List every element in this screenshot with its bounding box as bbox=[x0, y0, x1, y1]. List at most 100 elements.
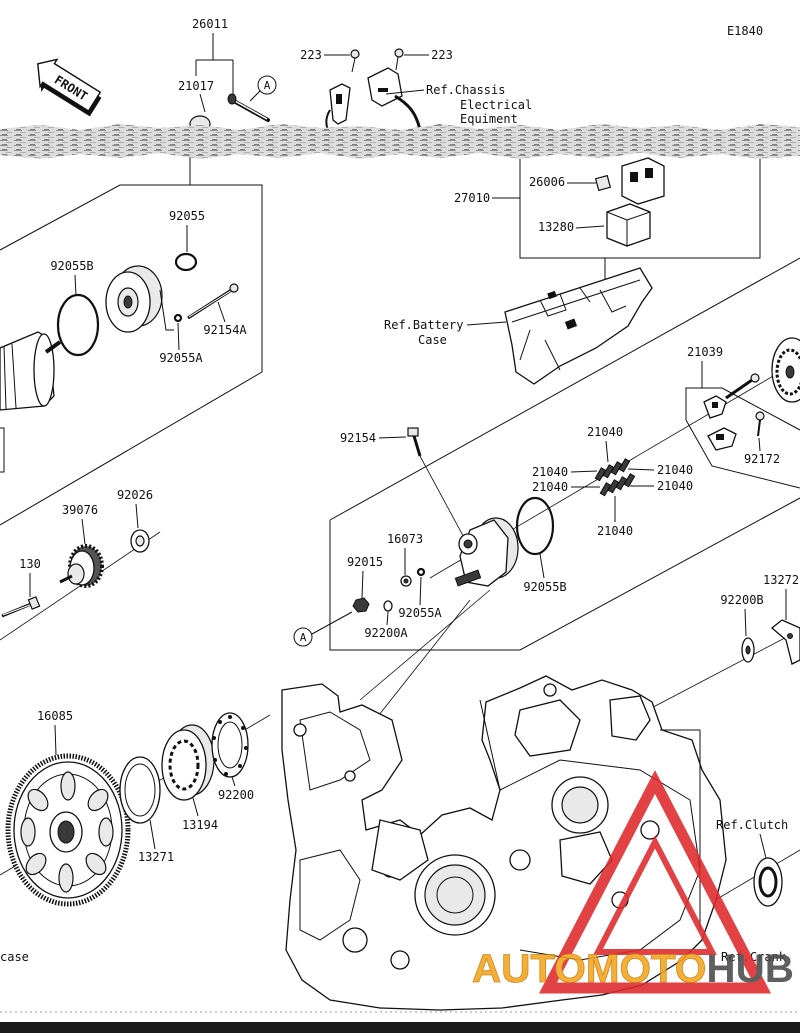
brush bbox=[623, 473, 636, 488]
part-92026-bearing-inner bbox=[135, 535, 145, 547]
part-39076-shaft bbox=[59, 574, 73, 584]
crankcase-shaft-bore-inner bbox=[561, 786, 599, 824]
watermark-triangle-inner bbox=[593, 835, 717, 955]
battery-case-slot bbox=[547, 290, 557, 300]
part-92154a-bolt-core bbox=[188, 289, 233, 318]
starter-motor-shaft bbox=[44, 340, 62, 354]
part-92200b-washer-hole bbox=[745, 645, 751, 655]
leader-line bbox=[539, 553, 545, 579]
ref-battery-line1: Ref.Battery bbox=[384, 318, 463, 332]
screw-223-left-shank bbox=[351, 57, 356, 73]
end-cover-hub bbox=[123, 295, 133, 309]
front-arrow-body bbox=[37, 58, 102, 112]
left-edge-bracket bbox=[0, 427, 5, 473]
watermark-logo-text: AUTOMOTOHUB bbox=[472, 947, 794, 991]
starter-motor-right bbox=[771, 337, 800, 403]
brush-group-frame bbox=[685, 419, 800, 489]
part-label-21040-right-upper: 21040 bbox=[657, 463, 693, 477]
ref-chassis-line3: Equiment bbox=[460, 112, 518, 126]
crankcase-mount bbox=[559, 831, 613, 885]
starter-motor-band bbox=[3, 345, 7, 410]
part-label-92015: 92015 bbox=[347, 555, 383, 569]
brush-group-frame bbox=[721, 387, 800, 431]
part-label-21017: 21017 bbox=[178, 79, 214, 93]
leader-line bbox=[249, 90, 261, 102]
right-group-frame-bottom bbox=[329, 497, 800, 651]
leader-line bbox=[159, 289, 174, 331]
brush bbox=[599, 482, 612, 497]
relay-terminal-2 bbox=[645, 168, 653, 178]
brush-set-upper bbox=[594, 458, 631, 482]
part-label-21040-top: 21040 bbox=[587, 425, 623, 439]
part-label-39076: 39076 bbox=[62, 503, 98, 517]
connector-pin bbox=[378, 88, 388, 92]
spoke-hole bbox=[27, 788, 49, 812]
part-13194-clutch-inner bbox=[168, 739, 200, 791]
part-label-21040-left-lower: 21040 bbox=[532, 480, 568, 494]
spoke-hole bbox=[85, 852, 107, 876]
crankcase-rib bbox=[299, 849, 361, 941]
cover-to-engine-line bbox=[359, 589, 491, 701]
leader-line bbox=[149, 819, 156, 850]
battery-case-wall bbox=[511, 279, 641, 371]
spoke-hole bbox=[98, 817, 114, 847]
part-label-92055a-right: 92055A bbox=[398, 606, 442, 620]
chassis-reference: Ref.Chassis Electrical Equiment bbox=[385, 83, 532, 126]
terminal-bolt bbox=[725, 378, 753, 400]
relay-group: 27010 26006 13280 bbox=[454, 157, 665, 247]
leader-line bbox=[759, 833, 767, 859]
ref-battery-line2: Case bbox=[418, 333, 447, 347]
part-130-bolt-head bbox=[27, 596, 41, 610]
gear-spoke-holes bbox=[20, 771, 114, 893]
part-26011-bolt-core bbox=[232, 99, 268, 120]
leader-line bbox=[570, 470, 598, 473]
bolt-hole bbox=[241, 726, 245, 730]
leader-line bbox=[81, 518, 86, 545]
part-label-92055: 92055 bbox=[169, 209, 205, 223]
automotohub-watermark: AUTOMOTOHUB bbox=[472, 770, 794, 994]
part-label-223-right: 223 bbox=[431, 48, 453, 62]
group-26011: 26011 21017 A bbox=[178, 17, 277, 133]
battery-case-tray bbox=[504, 267, 653, 385]
callout-a-bottom bbox=[293, 627, 313, 647]
brush bbox=[602, 464, 615, 479]
watermark-logo-part2: HUB bbox=[706, 947, 794, 991]
part-92200-gasket-inner bbox=[217, 721, 243, 769]
part-label-92200a: 92200A bbox=[364, 626, 408, 640]
bolt-hole bbox=[244, 746, 248, 750]
leader-line bbox=[192, 797, 199, 817]
ref-crankcase-left: case bbox=[0, 950, 29, 964]
crankcase-inner-wall bbox=[299, 711, 371, 791]
crankcase-boss bbox=[514, 699, 581, 757]
crankcase-bearing-bore-core bbox=[436, 876, 474, 914]
gasket-bolt-holes bbox=[212, 715, 248, 776]
torn-band-texture bbox=[0, 124, 800, 159]
starter-end-cover-group: 92055 92055B 92154A 92055A bbox=[50, 209, 247, 365]
bolt-guide-line bbox=[419, 455, 469, 546]
front-cover-boss-hole bbox=[463, 539, 473, 549]
right-group-frame-top bbox=[329, 257, 800, 521]
screw-223-right-shank bbox=[395, 56, 399, 71]
part-label-92154a: 92154A bbox=[203, 323, 247, 337]
left-group-frame bbox=[0, 184, 263, 526]
leader-line bbox=[466, 321, 507, 326]
crankcase-bolt-hole bbox=[293, 723, 307, 737]
crankcase bbox=[281, 675, 727, 1011]
part-label-21039: 21039 bbox=[687, 345, 723, 359]
part-label-223-left: 223 bbox=[300, 48, 322, 62]
part-label-21040-left-upper: 21040 bbox=[532, 465, 568, 479]
part-92200a-washer bbox=[383, 600, 393, 612]
spoke-hole bbox=[25, 852, 47, 876]
part-label-16085: 16085 bbox=[37, 709, 73, 723]
part-26006-fuse bbox=[594, 174, 612, 192]
crankcase-bolt-hole bbox=[344, 770, 356, 782]
part-label-92154: 92154 bbox=[340, 431, 376, 445]
brush bbox=[610, 461, 623, 476]
part-92055b-o-ring-left bbox=[56, 293, 100, 357]
part-label-13194: 13194 bbox=[182, 818, 218, 832]
part-13271-washer-inner bbox=[124, 763, 156, 817]
crankside-parts: 92200B 13272 bbox=[720, 573, 800, 665]
crankcase-bolt-hole bbox=[543, 683, 557, 697]
brush-set-lower bbox=[599, 473, 636, 497]
relay-group-frame bbox=[519, 150, 761, 259]
